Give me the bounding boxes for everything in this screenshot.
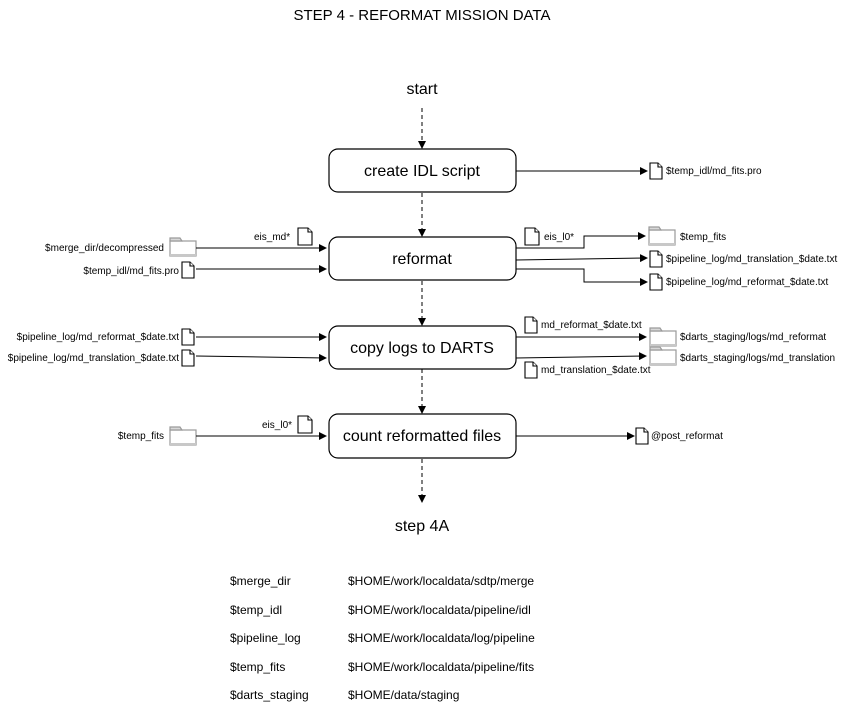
file-out-md-fits-pro: $temp_idl/md_fits.pro [666, 166, 762, 177]
file-out-eis-l0: eis_l0* [544, 232, 574, 243]
file-in-log-translation: $pipeline_log/md_translation_$date.txt [8, 353, 179, 364]
end-label: step 4A [395, 518, 450, 535]
folder-icon [169, 237, 197, 258]
folder-icon [649, 346, 677, 367]
document-icon [297, 227, 313, 246]
document-icon [524, 316, 538, 334]
file-out-darts-translation: $darts_staging/logs/md_translation [680, 353, 835, 364]
edge-reformat-to-temp-fits [516, 232, 646, 249]
legend-var-value: $HOME/work/localdata/log/pipeline [348, 631, 535, 645]
legend-var-name: $temp_idl [230, 603, 282, 617]
folder-icon [169, 426, 197, 447]
file-in-log-reformat: $pipeline_log/md_reformat_$date.txt [17, 332, 180, 343]
legend-var-value: $HOME/work/localdata/pipeline/fits [348, 660, 534, 674]
document-icon [649, 250, 663, 268]
edge-log-translation-to-copy [195, 353, 327, 362]
file-in-eis-md: eis_md* [254, 232, 290, 243]
document-icon [649, 273, 663, 291]
process-reformat-label: reformat [392, 251, 452, 268]
document-icon [181, 261, 195, 279]
legend-var-value: $HOME/work/localdata/pipeline/idl [348, 603, 531, 617]
file-in-merge-dir: $merge_dir/decompressed [45, 243, 164, 254]
document-icon [524, 227, 540, 246]
legend-var-value: $HOME/data/staging [348, 688, 459, 702]
file-out-post-reformat: @post_reformat [651, 431, 723, 442]
file-out-md-translation: $pipeline_log/md_translation_$date.txt [666, 254, 837, 265]
document-icon [297, 415, 313, 434]
legend-var-name: $temp_fits [230, 660, 285, 674]
file-in-count-eis-l0: eis_l0* [262, 420, 292, 431]
file-out-darts-reformat: $darts_staging/logs/md_reformat [680, 332, 826, 343]
document-icon [649, 162, 663, 180]
variable-legend: $merge_dir $HOME/work/localdata/sdtp/mer… [230, 574, 535, 702]
process-copy-logs [328, 325, 517, 370]
edge-copy-to-darts-translation [515, 352, 647, 361]
folder-icon [648, 226, 676, 247]
file-in-md-fits-pro: $temp_idl/md_fits.pro [83, 266, 179, 277]
file-copy-md-translation: md_translation_$date.txt [541, 365, 651, 376]
edge-reformat-to-reformat-log [516, 268, 648, 286]
document-icon [181, 328, 195, 346]
file-out-md-reformat: $pipeline_log/md_reformat_$date.txt [666, 277, 829, 288]
document-icon [181, 349, 195, 367]
process-reformat [328, 236, 517, 281]
folder-icon [649, 327, 677, 348]
file-copy-md-reformat: md_reformat_$date.txt [541, 320, 642, 331]
file-out-temp-fits: $temp_fits [680, 232, 726, 243]
legend-var-name: $pipeline_log [230, 631, 301, 645]
process-create-idl-label: create IDL script [364, 163, 480, 180]
legend-var-value: $HOME/work/localdata/sdtp/merge [348, 574, 534, 588]
file-in-count-temp-fits: $temp_fits [118, 431, 164, 442]
process-copy-logs-label: copy logs to DARTS [350, 340, 494, 357]
process-count-files-label: count reformatted files [343, 428, 501, 445]
start-label: start [406, 81, 438, 98]
edge-reformat-to-translation [515, 254, 648, 263]
document-icon [635, 427, 649, 445]
legend-var-name: $darts_staging [230, 688, 309, 702]
page-title: STEP 4 - REFORMAT MISSION DATA [294, 7, 551, 24]
document-icon [524, 361, 538, 379]
legend-var-name: $merge_dir [230, 574, 291, 588]
